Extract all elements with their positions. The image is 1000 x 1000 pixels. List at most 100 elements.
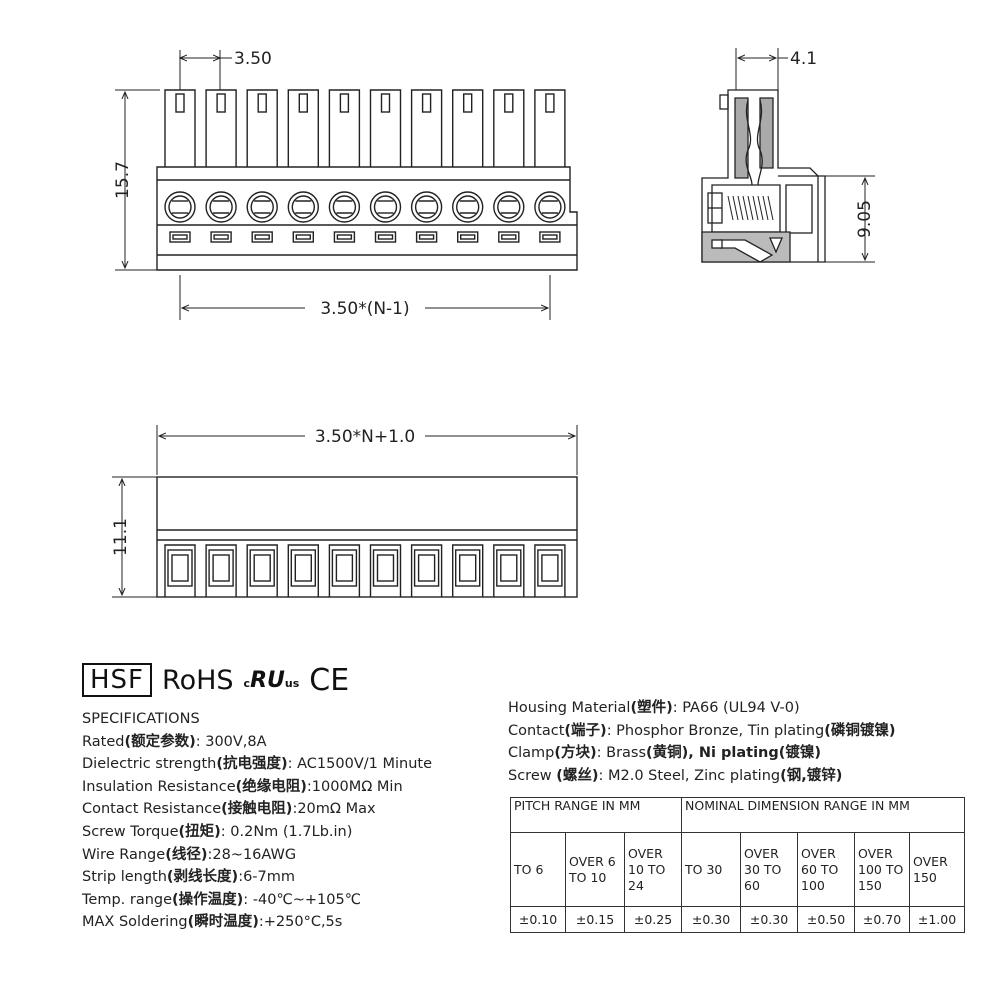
wire-entry-inner xyxy=(295,234,311,240)
material-item: Housing Material(塑件): PA66 (UL94 V-0) xyxy=(508,697,896,720)
table-header-row: PITCH RANGE IN MM NOMINAL DIMENSION RANG… xyxy=(510,797,965,833)
screw-hole-inner xyxy=(414,195,439,219)
wire-entry xyxy=(251,231,273,243)
wire-entry-inner xyxy=(213,234,229,240)
material-value-cn: (黄铜), Ni plating(镀镍) xyxy=(646,745,822,762)
screw-hole-inner xyxy=(168,195,192,219)
pole-tower xyxy=(328,89,361,167)
wire-entry xyxy=(457,231,479,243)
bottom-cell xyxy=(164,544,196,597)
spec-item: Insulation Resistance(绝缘电阻):1000MΩ Min xyxy=(82,776,432,799)
tolerance-value-cell: ±0.50 xyxy=(797,906,855,933)
spec-label: Screw Torque xyxy=(82,823,179,840)
pole-slot xyxy=(216,93,226,113)
tolerance-value-cell: ±1.00 xyxy=(909,906,965,933)
material-label: Contact xyxy=(508,722,565,739)
screw-hole-inner xyxy=(250,195,274,219)
spec-value: :6-7mm xyxy=(238,869,296,886)
bottom-height-dimension: 11.1 xyxy=(111,518,131,556)
bottom-cell xyxy=(493,544,525,597)
spec-label-cn: (线径) xyxy=(165,846,208,863)
thread-line xyxy=(767,195,774,221)
bottom-cell-core xyxy=(253,554,271,582)
spec-item: MAX Soldering(瞬时温度):+250°C,5s xyxy=(82,911,432,934)
thread-line xyxy=(727,195,734,221)
range-cell: OVER 60 TO 100 xyxy=(797,832,855,907)
tolerance-value-cell: ±0.30 xyxy=(740,906,798,933)
bottom-cell-core xyxy=(294,554,312,582)
wire-entry-inner xyxy=(460,234,476,240)
screw-hole xyxy=(205,191,237,223)
bottom-cell xyxy=(452,544,484,597)
value-row: ±0.10±0.15±0.25±0.30±0.30±0.50±0.70±1.00 xyxy=(510,906,965,933)
spec-value: : 300V,8A xyxy=(195,733,267,750)
material-label-cn: (塑件) xyxy=(630,700,673,716)
bottom-cell-core xyxy=(541,554,559,582)
bottom-cell-inner xyxy=(249,549,275,587)
pole-tower xyxy=(452,89,484,167)
spec-value: :+250°C,5s xyxy=(258,914,343,931)
pole-tower xyxy=(369,89,402,167)
material-label-cn: (端子) xyxy=(564,722,607,739)
pitch-range-header: PITCH RANGE IN MM xyxy=(510,797,682,833)
range-cell: OVER 6 TO 10 xyxy=(565,832,625,907)
screw-hole-inner xyxy=(291,195,315,219)
spec-value: :20mΩ Max xyxy=(292,801,376,818)
spec-label: Strip length xyxy=(82,869,167,886)
bottom-cell-inner xyxy=(208,549,234,587)
bottom-cell-core xyxy=(171,554,189,582)
material-value-cn: (钢,镀锌) xyxy=(780,767,843,784)
bottom-cell-inner xyxy=(413,549,440,587)
bottom-cell-inner xyxy=(167,549,193,587)
ul-mark: RU xyxy=(250,667,285,693)
bottom-cell xyxy=(328,544,361,597)
range-cell: TO 6 xyxy=(510,832,566,907)
spec-label-cn: (额定参数) xyxy=(124,733,196,750)
material-item: Contact(端子): Phosphor Bronze, Tin platin… xyxy=(508,720,896,743)
pole-slot xyxy=(504,93,514,113)
range-cell: OVER 30 TO 60 xyxy=(740,832,798,907)
hsf-logo: HSF xyxy=(82,663,153,697)
pole-slot xyxy=(257,93,267,113)
thread-line xyxy=(737,195,744,221)
spec-value: : AC1500V/1 Minute xyxy=(287,756,432,773)
range-cell: OVER 100 TO 150 xyxy=(854,832,910,907)
bottom-cell xyxy=(410,544,443,597)
screw-hole xyxy=(410,191,443,223)
wire-entry xyxy=(333,231,356,243)
screw-hole xyxy=(328,191,361,223)
tolerance-value-cell: ±0.25 xyxy=(624,906,682,933)
bottom-cell-inner xyxy=(496,549,522,587)
screw-hole-inner xyxy=(209,195,233,219)
wire-entry xyxy=(498,231,520,243)
spec-label-cn: (操作温度) xyxy=(172,891,244,908)
material-label: Screw xyxy=(508,767,557,784)
material-label-cn: (方块) xyxy=(554,745,597,762)
bottom-cell-core xyxy=(459,554,477,582)
spec-label-cn: (抗电强度) xyxy=(216,756,288,773)
spec-item: Strip length(剥线长度):6-7mm xyxy=(82,866,432,889)
span-dimension: 3.50*(N-1) xyxy=(320,299,409,319)
material-item: Screw (螺丝): M2.0 Steel, Zinc plating(钢,镀… xyxy=(508,765,896,788)
screw-hole-inner xyxy=(373,195,398,219)
spec-item: Contact Resistance(接触电阻):20mΩ Max xyxy=(82,798,432,821)
wire-entry-inner xyxy=(254,234,270,240)
pole-slot xyxy=(298,93,308,113)
material-value: : PA66 (UL94 V-0) xyxy=(672,700,800,716)
spec-item: Temp. range(操作温度): -40℃~+105℃ xyxy=(82,889,432,912)
thread-line xyxy=(747,195,754,221)
wire-entry-inner xyxy=(172,234,188,240)
bottom-cell xyxy=(246,544,278,597)
material-value: : Brass xyxy=(596,745,647,762)
spec-label: Rated xyxy=(82,733,125,750)
spec-value: : -40℃~+105℃ xyxy=(243,891,362,908)
material-value: : Phosphor Bronze, Tin plating xyxy=(606,722,825,739)
wire-entry xyxy=(292,231,314,243)
thread-line xyxy=(752,195,759,221)
wire-entry xyxy=(210,231,232,243)
range-cell: TO 30 xyxy=(681,832,741,907)
range-cell: OVER 10 TO 24 xyxy=(624,832,682,907)
